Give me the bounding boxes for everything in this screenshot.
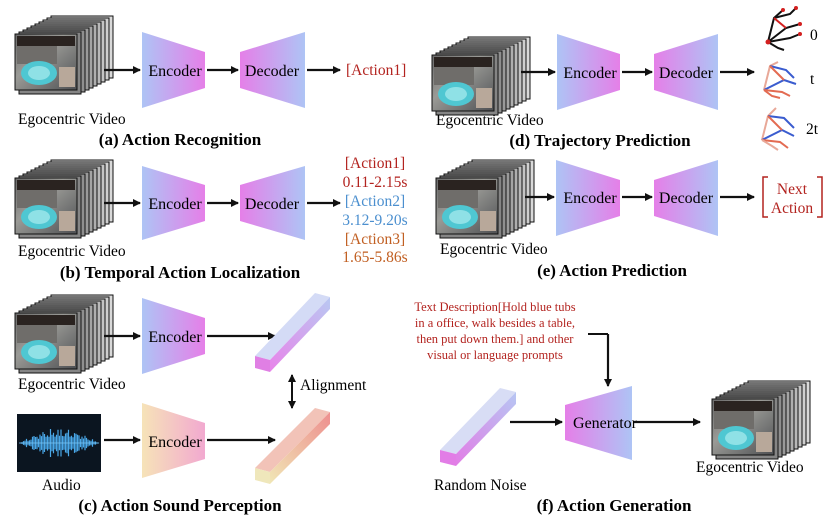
generator-label: Generator: [573, 415, 638, 432]
video-stack-f: [711, 380, 811, 460]
output-time2-b: 3.12-9.20s: [342, 212, 407, 229]
input-label-d: Egocentric Video: [436, 112, 544, 129]
time-label-t: t: [810, 71, 815, 88]
bracket-right: [817, 176, 823, 218]
audio-waveform-icon: [17, 414, 101, 472]
generator-shape: [565, 386, 632, 460]
video-stack-a: [14, 15, 114, 95]
caption-a: (a) Action Recognition: [99, 130, 262, 149]
hand-skeleton-icon-t: [763, 61, 797, 99]
encoder-label-a: Encoder: [148, 63, 202, 80]
panel-f: Text Description[Hold blue tubs in a off…: [414, 300, 811, 515]
decoder-shape-e: [654, 160, 718, 236]
time-label-0: 0: [810, 27, 818, 44]
prompt-line-3: then put down them.] and other: [417, 332, 575, 346]
caption-c: (c) Action Sound Perception: [78, 496, 282, 515]
output-time1-b: 0.11-2.15s: [343, 174, 408, 191]
decoder-label-e: Decoder: [659, 190, 714, 207]
encoder-shape-a: [142, 32, 205, 108]
prompt-line-2: in a office, walk besides a table,: [415, 316, 575, 330]
time-label-2t: 2t: [806, 121, 819, 138]
decoder-shape-a: [240, 32, 305, 108]
alignment-label: Alignment: [300, 377, 367, 394]
encoder-label-b: Encoder: [148, 196, 202, 213]
audio-embedding-bar: [255, 408, 330, 484]
caption-f: (f) Action Generation: [537, 496, 692, 515]
encoder-shape-e: [556, 160, 620, 236]
video-stack-d: [431, 36, 531, 116]
output-action-e: Action: [771, 200, 813, 217]
audio-label-c: Audio: [42, 477, 81, 494]
panel-e: Encoder Decoder Next Action Egocentric V…: [435, 159, 823, 280]
noise-label: Random Noise: [434, 477, 527, 494]
output-action2-b: [Action2]: [345, 193, 405, 210]
caption-b: (b) Temporal Action Localization: [60, 263, 301, 282]
panel-a: Encoder Decoder [Action1] Egocentric Vid…: [14, 15, 406, 149]
video-embedding-bar: [255, 293, 330, 372]
decoder-label-b: Decoder: [245, 196, 300, 213]
decoder-shape-b: [240, 166, 305, 240]
decoder-label-a: Decoder: [245, 63, 300, 80]
encoder-label-c-video: Encoder: [148, 329, 202, 346]
prompt-line-1: Text Description[Hold blue tubs: [414, 300, 575, 314]
panel-c: Encoder Egocentric Video Alignment Encod…: [14, 293, 367, 515]
video-stack-e: [435, 159, 535, 239]
encoder-label-c-audio: Encoder: [148, 434, 202, 451]
output-label-f: Egocentric Video: [696, 459, 804, 476]
caption-d: (d) Trajectory Prediction: [509, 131, 691, 150]
decoder-shape-d: [654, 34, 718, 110]
output-action1-b: [Action1]: [345, 155, 405, 172]
decoder-label-d: Decoder: [659, 65, 714, 82]
prompt-line-4: visual or language prompts: [427, 348, 563, 362]
video-stack-b: [14, 159, 114, 239]
input-label-b: Egocentric Video: [18, 243, 126, 260]
input-label-e: Egocentric Video: [440, 241, 548, 258]
encoder-shape-d: [557, 34, 620, 110]
encoder-shape-b: [142, 166, 205, 240]
random-noise-bar: [440, 388, 516, 466]
video-stack-c: [14, 294, 114, 374]
encoder-shape-c-video: [142, 298, 205, 374]
panel-d: Encoder Decoder 0 t: [431, 6, 819, 151]
encoder-label-e: Encoder: [563, 190, 617, 207]
encoder-shape-c-audio: [142, 403, 205, 478]
hand-skeleton-icon-0: [765, 6, 802, 51]
output-action3-b: [Action3]: [345, 231, 405, 248]
hand-skeleton-icon-2t: [761, 107, 795, 151]
caption-e: (e) Action Prediction: [537, 261, 687, 280]
video-label-c: Egocentric Video: [18, 376, 126, 393]
output-time3-b: 1.65-5.86s: [342, 249, 407, 266]
encoder-label-d: Encoder: [563, 65, 617, 82]
panel-b: Encoder Decoder [Action1] 0.11-2.15s [Ac…: [14, 155, 408, 282]
output-next-e: Next: [777, 181, 808, 198]
bracket-left: [762, 176, 768, 218]
input-label-a: Egocentric Video: [18, 111, 126, 128]
output-action-a: [Action1]: [346, 62, 406, 79]
